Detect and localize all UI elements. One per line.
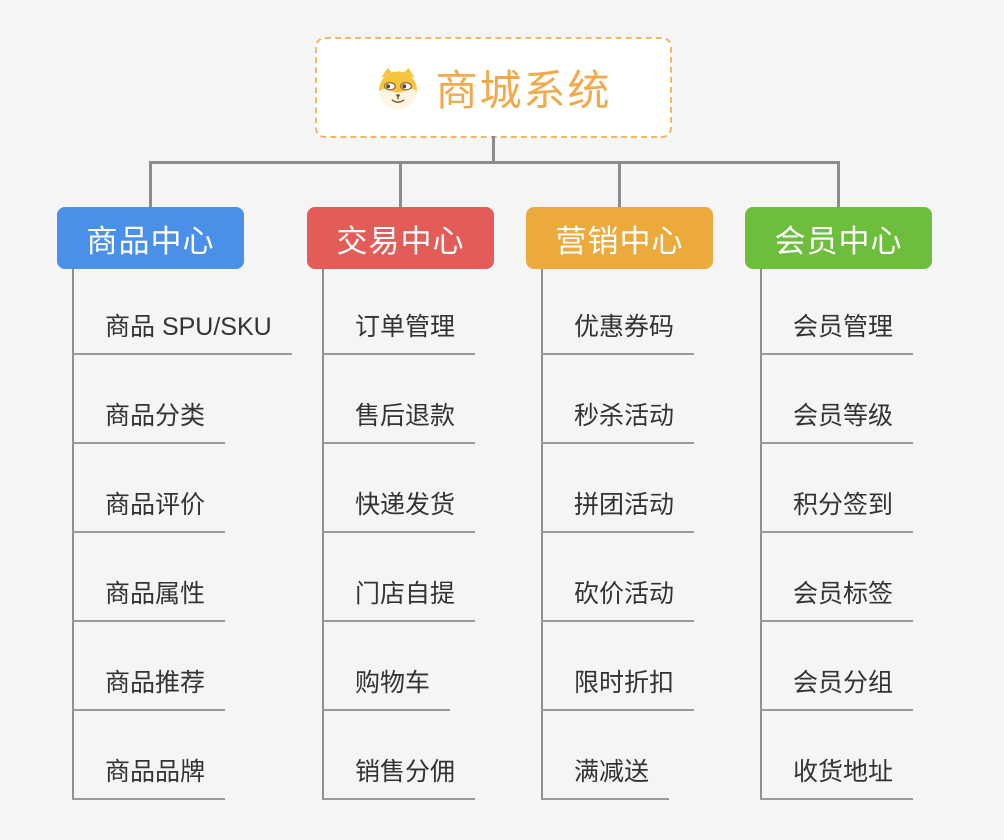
- connector-drop: [837, 161, 840, 208]
- branch-trunk-line: [541, 269, 543, 800]
- leaf-topic[interactable]: 商品 SPU/SKU: [72, 307, 292, 355]
- leaf-topic[interactable]: 积分签到: [760, 485, 914, 533]
- leaf-topic[interactable]: 满减送: [541, 752, 670, 800]
- leaf-topic[interactable]: 会员标签: [760, 574, 914, 622]
- branch-node[interactable]: 交易中心: [307, 207, 494, 269]
- root-topic[interactable]: 商城系统: [315, 37, 672, 138]
- leaf-topic[interactable]: 商品分类: [72, 396, 226, 444]
- leaf-topic[interactable]: 收货地址: [760, 752, 914, 800]
- branch-member-center: 会员中心 会员管理 会员等级 积分签到 会员标签 会员分组 收货地址: [745, 207, 975, 807]
- branch-trunk-line: [72, 269, 74, 800]
- branch-trade-center: 交易中心 订单管理 售后退款 快递发货 门店自提 购物车 销售分佣: [307, 207, 537, 807]
- leaf-topic[interactable]: 会员分组: [760, 663, 914, 711]
- leaf-topic[interactable]: 商品推荐: [72, 663, 226, 711]
- branch-node[interactable]: 会员中心: [745, 207, 932, 269]
- leaf-topic[interactable]: 订单管理: [322, 307, 476, 355]
- branch-product-center: 商品中心 商品 SPU/SKU 商品分类 商品评价 商品属性 商品推荐 商品品牌: [57, 207, 292, 807]
- leaf-topic[interactable]: 门店自提: [322, 574, 476, 622]
- leaf-topic[interactable]: 快递发货: [322, 485, 476, 533]
- leaf-topic[interactable]: 拼团活动: [541, 485, 695, 533]
- branch-trunk-line: [322, 269, 324, 800]
- leaf-topic[interactable]: 售后退款: [322, 396, 476, 444]
- connector-drop: [399, 161, 402, 208]
- leaf-topic[interactable]: 销售分佣: [322, 752, 476, 800]
- leaf-topic[interactable]: 商品品牌: [72, 752, 226, 800]
- leaf-topic[interactable]: 秒杀活动: [541, 396, 695, 444]
- leaf-topic[interactable]: 会员等级: [760, 396, 914, 444]
- leaf-topic[interactable]: 购物车: [322, 663, 451, 711]
- branch-trunk-line: [760, 269, 762, 800]
- dog-face-icon: [379, 67, 418, 109]
- connector-drop: [149, 161, 152, 208]
- branch-node[interactable]: 营销中心: [526, 207, 713, 269]
- connector-drop: [618, 161, 621, 208]
- leaf-topic[interactable]: 限时折扣: [541, 663, 695, 711]
- root-topic-label: 商城系统: [435, 67, 612, 114]
- branch-node[interactable]: 商品中心: [57, 207, 244, 269]
- connector-bus: [149, 161, 840, 164]
- leaf-topic[interactable]: 商品评价: [72, 485, 226, 533]
- leaf-topic[interactable]: 优惠券码: [541, 307, 695, 355]
- connector-root-trunk: [492, 136, 495, 163]
- leaf-topic[interactable]: 会员管理: [760, 307, 914, 355]
- leaf-topic[interactable]: 砍价活动: [541, 574, 695, 622]
- leaf-topic[interactable]: 商品属性: [72, 574, 226, 622]
- branch-marketing-center: 营销中心 优惠券码 秒杀活动 拼团活动 砍价活动 限时折扣 满减送: [526, 207, 756, 807]
